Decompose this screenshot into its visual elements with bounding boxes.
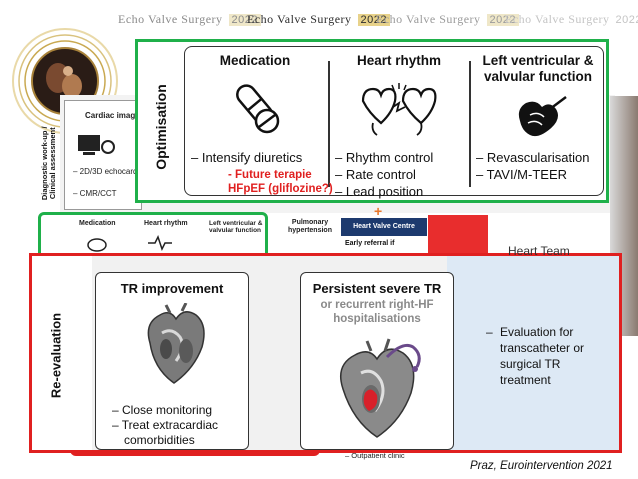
box-title: TR improvement (120, 281, 224, 296)
heart-with-lead-icon (340, 338, 421, 438)
cardiac-imaging-title: Cardiac imaging (85, 111, 148, 120)
lv-valvular-column: Left ventricular & valvular function Rev… (472, 47, 604, 193)
pulmonary-hypertension-title: Pulmonary hypertension (288, 219, 332, 234)
optimisation-panel: Optimisation Medication Intensify diuret… (135, 39, 609, 203)
brand-year: 2022 (615, 14, 638, 26)
pill-icon (87, 238, 107, 252)
heart-device-icon (518, 96, 567, 137)
evaluation-text: Evaluation for transcatheter or surgical… (486, 324, 610, 388)
brand-logo: Echo Valve Surgery 2022 (118, 12, 262, 27)
brand-year: 2022 (357, 14, 391, 26)
monitor-icon (78, 135, 115, 155)
medication-column: Medication Intensify diuretics (185, 47, 325, 193)
future-therapy-annotation: - Future terapie HFpEF (gliflozine?) (228, 168, 333, 196)
brand-name: Echo Valve Surgery (505, 12, 610, 26)
brand-logo: Echo Valve Surgery 2022 (247, 12, 391, 27)
brand-year: 2022 (228, 14, 262, 26)
column-divider (469, 61, 471, 187)
reevaluation-label: Re-evaluation (48, 312, 64, 399)
tr-improvement-box: TR improvement Close monitoring Treat ex… (95, 272, 249, 450)
brand-year: 2022 (486, 14, 520, 26)
list-item: Rate control (335, 166, 433, 183)
red-accent-block (428, 215, 488, 255)
list-item: Lead position (335, 183, 433, 200)
list-item: Close monitoring (112, 403, 246, 418)
outpatient-text: – Outpatient clinic (345, 451, 405, 460)
cardiac-imaging-box: Cardiac imaging – 2D/3D echocardiography… (64, 100, 168, 210)
persistent-tr-box: Persistent severe TR or recurrent right-… (300, 272, 454, 450)
box-subtitle: or recurrent right-HF hospitalisations (320, 299, 434, 325)
imaging-item: – 2D/3D echocardiography (73, 167, 169, 176)
reevaluation-panel: Re-evaluation TR improvement Close monit… (29, 253, 622, 453)
pill-capsule-icon (236, 84, 280, 134)
improvement-items: Close monitoring Treat extracardiac como… (112, 403, 246, 448)
heart-valve-centre-header: Heart Valve Centre (341, 218, 427, 236)
brand-logo: Echo Valve Surgery 2022 (376, 12, 520, 27)
heart-rhythm-column: Heart rhythm Rhythm control Rate control… (331, 47, 467, 199)
small-column-title: Left ventricular & valvular function (209, 220, 263, 234)
heart-anatomy-icon (147, 303, 205, 384)
imaging-item: – CMR/CCT (73, 189, 117, 198)
citation: Praz, Eurointervention 2021 (470, 460, 613, 472)
brand-logo: Echo Valve Surgery 2022 (505, 12, 638, 27)
column-divider (328, 61, 330, 187)
list-item: Revascularisation (476, 149, 590, 166)
diagnostic-label: Diagnostic work-up / Clinical assessment (39, 126, 57, 201)
optimisation-card: Optimisation Medication Intensify diuret… (153, 46, 604, 199)
column-title: Heart rhythm (356, 53, 442, 68)
heart-rhythm-small-icon (148, 235, 172, 251)
box-title: Persistent severe TR (312, 281, 442, 296)
brand-name: Echo Valve Surgery (118, 12, 223, 26)
small-column-title: Medication (79, 220, 116, 227)
column-title: Left ventricular & valvular function (482, 53, 594, 84)
list-item: Treat extracardiac comorbidities (112, 418, 246, 448)
brand-name: Echo Valve Surgery (247, 12, 352, 26)
annotation-line: - Future terapie (228, 169, 312, 181)
plus-icon: + (374, 203, 383, 219)
lv-valvular-items: Revascularisation TAVI/M-TEER (476, 149, 590, 183)
optimisation-label: Optimisation (153, 84, 169, 170)
list-item: Intensify diuretics (191, 149, 302, 166)
column-title: Medication (219, 53, 291, 68)
list-item: Rhythm control (335, 149, 433, 166)
early-referral-text: Early referral if (345, 240, 395, 247)
brand-name: Echo Valve Surgery (376, 12, 481, 26)
medication-items: Intensify diuretics (191, 149, 302, 166)
list-item: TAVI/M-TEER (476, 166, 589, 183)
heart-rhythm-icon (361, 83, 437, 136)
heart-rhythm-items: Rhythm control Rate control Lead positio… (335, 149, 433, 200)
heart-team-text: Heart Team (508, 244, 570, 258)
small-column-title: Heart rhythm (144, 220, 188, 227)
annotation-line: HFpEF (gliflozine?) (228, 183, 333, 195)
